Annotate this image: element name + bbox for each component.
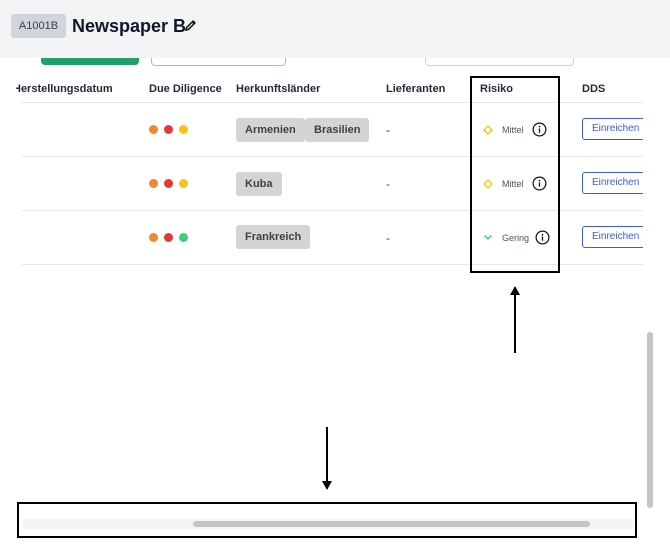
- due-diligence-dot-green: [179, 233, 188, 242]
- row-divider: [22, 156, 643, 157]
- due-diligence-dot-orange: [149, 233, 158, 242]
- diamond-icon: [483, 125, 493, 135]
- row-divider: [22, 102, 643, 103]
- risk-label: Mittel: [502, 125, 524, 135]
- info-icon[interactable]: [535, 230, 550, 245]
- submit-dds-button[interactable]: Einreichen: [582, 118, 643, 140]
- table-panel: Herstellungsdatum Due Diligence Herkunft…: [11, 58, 643, 538]
- risk-label: Gering: [502, 233, 530, 243]
- page-title: Newspaper B: [72, 16, 187, 36]
- secondary-action-button[interactable]: [151, 58, 286, 66]
- risk-column-highlight: [470, 76, 560, 273]
- row-divider: [22, 264, 643, 265]
- info-icon[interactable]: [532, 122, 547, 137]
- country-chip: Brasilien: [305, 118, 370, 142]
- column-header-dds: DDS: [582, 83, 606, 95]
- pencil-icon[interactable]: [183, 18, 198, 33]
- suppliers-value: -: [386, 177, 390, 191]
- outline-action-button[interactable]: [425, 58, 574, 66]
- country-chip: Frankreich: [236, 225, 311, 249]
- suppliers-value: -: [386, 123, 390, 137]
- info-icon[interactable]: [532, 176, 547, 191]
- column-header-due-diligence: Due Diligence: [149, 83, 222, 95]
- row-divider: [22, 210, 643, 211]
- arrow-down-icon: [322, 427, 332, 490]
- risk-label: Mittel: [502, 179, 524, 189]
- due-diligence-dot-orange: [149, 125, 158, 134]
- primary-action-button[interactable]: [41, 58, 139, 65]
- horizontal-scrollbar-highlight: [17, 502, 637, 538]
- due-diligence-dot-orange: [149, 179, 158, 188]
- due-diligence-dot-red: [164, 233, 173, 242]
- due-diligence-dot-yellow: [179, 125, 188, 134]
- vertical-scrollbar-thumb[interactable]: [647, 332, 653, 508]
- horizontal-scrollbar-thumb[interactable]: [193, 521, 590, 527]
- diamond-icon: [483, 179, 493, 189]
- id-badge: A1001B: [11, 14, 66, 38]
- due-diligence-dot-red: [164, 125, 173, 134]
- column-header-herkunftslaender: Herkunftsländer: [236, 83, 321, 95]
- due-diligence-dot-red: [164, 179, 173, 188]
- column-header-herstellungsdatum: Herstellungsdatum: [16, 83, 113, 95]
- country-chip: Armenien: [236, 118, 305, 142]
- suppliers-value: -: [386, 231, 390, 245]
- submit-dds-button[interactable]: Einreichen: [582, 172, 643, 194]
- arrow-up-icon: [510, 286, 520, 353]
- page-header: [0, 0, 670, 58]
- submit-dds-button[interactable]: Einreichen: [582, 226, 643, 248]
- chevron-down-icon: [484, 235, 492, 240]
- country-chip: Kuba: [236, 172, 282, 196]
- due-diligence-dot-yellow: [179, 179, 188, 188]
- column-header-risiko: Risiko: [480, 83, 514, 95]
- column-header-lieferanten: Lieferanten: [386, 83, 446, 95]
